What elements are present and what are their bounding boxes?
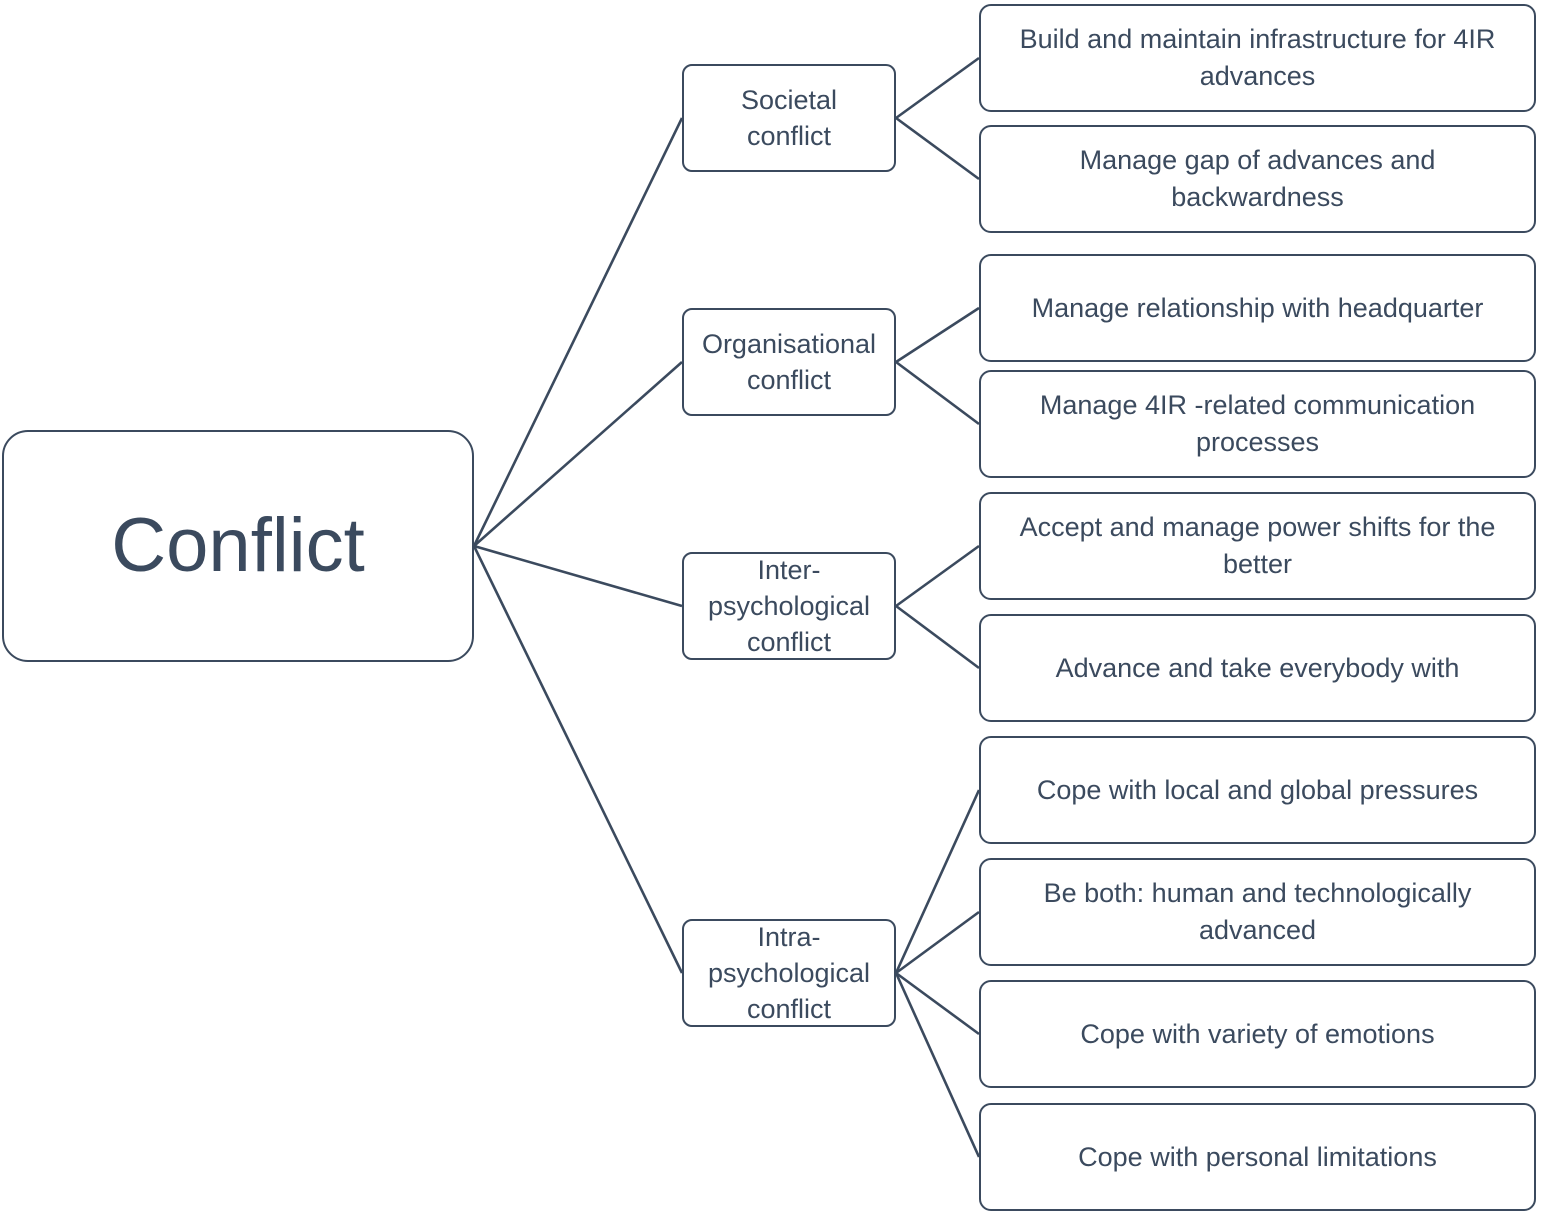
leaf-label: Cope with local and global pressures [1036,774,1479,805]
edge-societal-leaf-1 [895,56,980,120]
leaf-label: Cope with variety of emotions [1080,1018,1435,1049]
edge-organisational-leaf-2 [895,360,980,426]
edge-intra-leaf-2 [895,910,980,975]
root-label: Conflict [111,503,365,588]
leaf-label: Be both: human and technologically advan… [1043,878,1472,945]
edge-inter-leaf-1 [895,544,980,608]
edge-root-inter [473,544,683,608]
leaf-node-human-and-technological: Be both: human and technologically advan… [979,858,1536,966]
edge-root-societal [472,117,684,547]
leaf-label: Cope with personal limitations [1078,1141,1437,1172]
category-label: Intra-psychological conflict [707,922,871,1024]
leaf-node-manage-headquarter: Manage relationship with headquarter [979,254,1536,362]
category-label: Organisational conflict [701,329,877,395]
leaf-label: Manage 4IR -related communication proces… [1039,390,1476,457]
category-node-societal: Societal conflict [682,64,896,172]
edge-intra-leaf-1 [894,789,981,974]
edge-root-organisational [473,361,683,547]
category-label: Societal conflict [740,85,838,151]
leaf-node-personal-limitations: Cope with personal limitations [979,1103,1536,1211]
root-node-conflict: Conflict [2,430,474,662]
leaf-label: Advance and take everybody with [1055,652,1460,683]
edge-societal-leaf-2 [895,116,980,181]
leaf-node-build-infrastructure: Build and maintain infrastructure for 4I… [979,4,1536,112]
leaf-node-manage-gap: Manage gap of advances and backwardness [979,125,1536,233]
category-label: Inter-psychological conflict [707,555,871,657]
category-node-organisational: Organisational conflict [682,308,896,416]
leaf-node-local-global-pressures: Cope with local and global pressures [979,736,1536,844]
category-node-inter-psychological: Inter-psychological conflict [682,552,896,660]
leaf-label: Accept and manage power shifts for the b… [1019,512,1496,579]
leaf-node-variety-of-emotions: Cope with variety of emotions [979,980,1536,1088]
edge-inter-leaf-2 [895,604,980,670]
leaf-label: Build and maintain infrastructure for 4I… [1019,24,1496,91]
leaf-label: Manage gap of advances and backwardness [1079,145,1436,212]
leaf-node-take-everybody: Advance and take everybody with [979,614,1536,722]
leaf-label: Manage relationship with headquarter [1031,292,1484,323]
edge-root-intra [472,545,684,974]
leaf-node-power-shifts: Accept and manage power shifts for the b… [979,492,1536,600]
edge-intra-leaf-4 [894,972,981,1158]
edge-organisational-leaf-1 [895,306,980,364]
category-node-intra-psychological: Intra-psychological conflict [682,919,896,1027]
leaf-node-manage-communication: Manage 4IR -related communication proces… [979,370,1536,478]
edge-intra-leaf-3 [895,971,980,1036]
